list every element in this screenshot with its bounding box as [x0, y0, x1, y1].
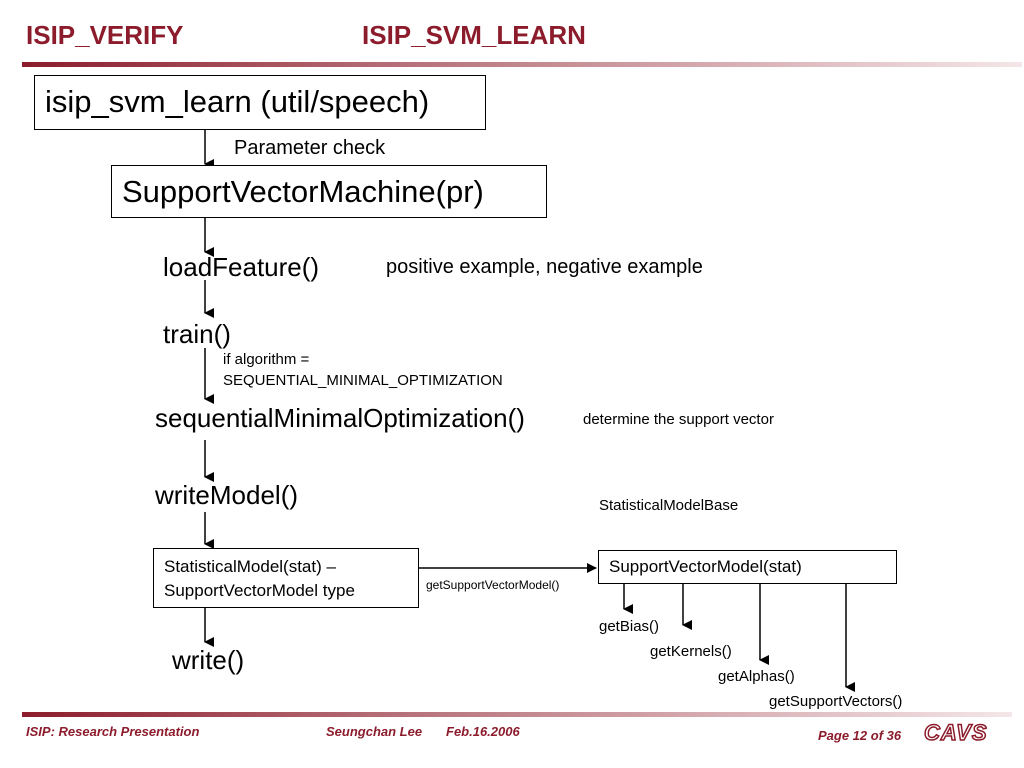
statistical-model-line2: SupportVectorModel type	[164, 581, 355, 600]
cavs-logo-text: CAVS	[923, 719, 988, 746]
isip-svm-learn-label: isip_svm_learn (util/speech)	[45, 84, 430, 119]
train-note-line2: SEQUENTIAL_MINIMAL_OPTIMIZATION	[223, 372, 503, 389]
load-feature-note: positive example, negative example	[386, 256, 703, 278]
isip-svm-learn-box: isip_svm_learn (util/speech)	[34, 75, 486, 130]
write-label: write()	[172, 645, 245, 675]
train-note-line1: if algorithm =	[223, 351, 310, 368]
statistical-model-box: StatisticalModel(stat) – SupportVectorMo…	[153, 548, 419, 608]
footer-divider	[22, 712, 1012, 717]
get-kernels-label: getKernels()	[650, 643, 732, 660]
parameter-check-label: Parameter check	[234, 137, 386, 159]
get-alphas-label: getAlphas()	[718, 668, 795, 685]
load-feature-label: loadFeature()	[163, 252, 320, 282]
get-support-vectors-label: getSupportVectors()	[769, 693, 903, 710]
support-vector-machine-box: SupportVectorMachine(pr)	[111, 165, 547, 218]
support-vector-model-box: SupportVectorModel(stat)	[598, 550, 897, 584]
footer-date: Feb.16.2006	[446, 724, 520, 739]
slide-title-left: ISIP_VERIFY	[26, 20, 184, 50]
write-model-label: writeModel()	[155, 480, 299, 510]
support-vector-model-label: SupportVectorModel(stat)	[609, 557, 802, 576]
get-support-vector-model-label: getSupportVectorModel()	[426, 578, 560, 592]
smo-label: sequentialMinimalOptimization()	[155, 403, 525, 433]
footer-presentation: ISIP: Research Presentation	[26, 724, 200, 739]
get-bias-label: getBias()	[599, 618, 660, 635]
cavs-logo: CAVS	[923, 719, 1000, 748]
smo-note: determine the support vector	[583, 411, 774, 428]
statistical-model-base-label: StatisticalModelBase	[599, 497, 739, 514]
support-vector-machine-label: SupportVectorMachine(pr)	[122, 174, 484, 209]
train-label: train()	[163, 319, 231, 349]
title-divider	[22, 62, 1022, 67]
slide-title-right: ISIP_SVM_LEARN	[362, 20, 586, 50]
statistical-model-line1: StatisticalModel(stat) –	[164, 557, 336, 576]
footer-author: Seungchan Lee	[326, 724, 423, 739]
footer-page-number: Page 12 of 36	[818, 728, 902, 743]
